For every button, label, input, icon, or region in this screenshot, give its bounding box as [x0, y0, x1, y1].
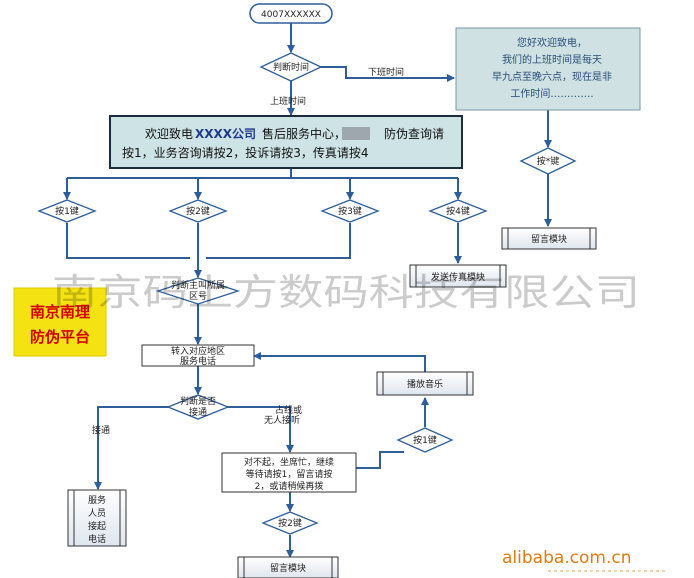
off-hours-note: 您好欢迎致电， 我们的上班时间是每天 早九点至晚六点，现在是非 工作时间……………: [455, 27, 641, 111]
transfer-line-2: 服务电话: [180, 355, 216, 367]
watermark: 南京码上方数码科技有限公司: [52, 271, 640, 314]
stamp-line-1: 南京南理: [30, 303, 90, 321]
decision-main-area: 判断主叫所属 区号: [155, 277, 241, 305]
busy-line-1: 占线或: [275, 404, 302, 416]
connected-label: 接通: [92, 424, 110, 436]
decision-connect: 判断是否 接通: [166, 394, 230, 420]
sorry-box: 对不起，坐席忙，继续 等待请按1，留言请按 2，或请稍候再拨: [221, 452, 357, 493]
stamp: 南京南理 防伪平台: [13, 287, 107, 357]
sorry-line-2: 等待请按1，留言请按: [246, 468, 333, 480]
decision-press2: 按2键: [168, 199, 228, 223]
decision-time: 判断时间: [259, 52, 323, 82]
connectors: [63, 23, 552, 558]
voicemail-bottom: 留言模块: [237, 556, 339, 578]
start-label: 4007XXXXXX: [261, 10, 321, 20]
transfer-line-1: 转入对应地区: [171, 345, 225, 357]
on-hours-label: 上班时间: [270, 95, 306, 107]
decision-time-label: 判断时间: [273, 61, 309, 73]
note-line-4: 工作时间………….: [510, 87, 593, 100]
staff-line-3: 接起: [88, 520, 106, 532]
press4-label: 按4键: [446, 205, 470, 217]
decision-press1-right: 按1键: [396, 427, 454, 453]
voicemail-right: 留言模块: [501, 227, 597, 250]
busy-line-2: 无人接听: [264, 414, 300, 426]
note-line-1: 您好欢迎致电，: [517, 36, 587, 49]
decision-press3: 按3键: [320, 199, 380, 223]
press2-label: 按2键: [186, 205, 210, 217]
connect-line-1: 判断是否: [180, 395, 216, 407]
redacted-block: [342, 127, 370, 140]
decision-press2-bottom: 按2键: [261, 511, 319, 535]
sorry-line-1: 对不起，坐席忙，继续: [244, 456, 334, 468]
press-star-label: 按*键: [537, 155, 560, 167]
stamp-line-2: 防伪平台: [30, 328, 90, 346]
main-area-line-2: 区号: [189, 291, 207, 302]
press1-label: 按1键: [55, 205, 79, 217]
sorry-line-3: 2，或请稍候再拨: [255, 480, 324, 492]
voicemail-bottom-label: 留言模块: [270, 562, 306, 574]
staff-line-1: 服务: [88, 494, 106, 506]
press3-label: 按3键: [338, 205, 362, 217]
site-watermark: alibaba.com.cn: [502, 548, 632, 568]
note-line-3: 早九点至晚六点，现在是非: [492, 71, 612, 83]
start-node: 4007XXXXXX: [249, 3, 333, 24]
play-music-label: 播放音乐: [407, 378, 443, 390]
off-hours-label: 下班时间: [368, 66, 404, 78]
decision-press4: 按4键: [428, 199, 488, 223]
welcome-line-2: 按1，业务咨询请按2，投诉请按3，传真请按4: [122, 145, 369, 160]
note-line-2: 我们的上班时间是每天: [502, 53, 602, 66]
staff-line-2: 人员: [88, 508, 106, 519]
main-area-line-1: 判断主叫所属: [171, 279, 225, 291]
fax-module-label: 发送传真模块: [431, 271, 485, 283]
voicemail-right-label: 留言模块: [531, 233, 567, 245]
fax-module: 发送传真模块: [409, 264, 507, 288]
decision-press1: 按1键: [37, 199, 97, 223]
decision-press-star: 按*键: [519, 147, 577, 175]
press1-right-label: 按1键: [413, 434, 437, 446]
connect-line-2: 接通: [189, 406, 207, 418]
press2-bottom-label: 按2键: [278, 517, 302, 529]
staff-answer-box: 服务 人员 接起 电话: [67, 489, 127, 547]
play-music-box: 播放音乐: [376, 371, 474, 396]
transfer-box: 转入对应地区 服务电话: [141, 344, 255, 367]
staff-line-4: 电话: [88, 533, 106, 545]
